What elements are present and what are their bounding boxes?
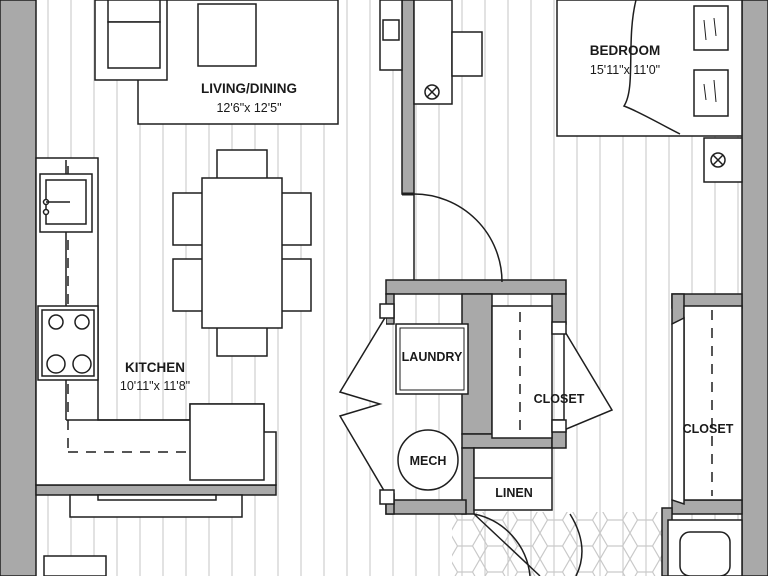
laundry-label: LAUNDRY	[402, 350, 463, 364]
stove	[37, 305, 99, 381]
bathtub	[667, 519, 743, 576]
mech-unit	[397, 429, 459, 491]
closet-center-label: CLOSET	[534, 392, 585, 406]
closet-right	[671, 305, 743, 506]
refrigerator	[189, 403, 265, 481]
bathroom-tile-floor	[452, 512, 667, 576]
mech-label: MECH	[410, 454, 447, 468]
desk	[379, 0, 483, 105]
kitchen-sink	[39, 173, 93, 233]
dining-set	[172, 149, 312, 357]
linen-closet	[473, 447, 553, 511]
living-dining-size: 12'6"x 12'5"	[216, 101, 281, 115]
linen-label: LINEN	[495, 486, 533, 500]
closet-right-label: CLOSET	[683, 422, 734, 436]
bench	[43, 494, 243, 576]
nightstand	[703, 137, 743, 183]
interior-walls	[385, 0, 743, 576]
closet-center	[491, 305, 614, 439]
laundry-machine	[395, 323, 469, 395]
bed	[556, 0, 743, 137]
kitchen-size: 10'11"x 11'8"	[120, 379, 190, 393]
entry-door[interactable]	[402, 192, 503, 283]
coffee-table	[197, 3, 257, 67]
living-dining-label: LIVING/DINING	[201, 81, 297, 96]
bathroom-door[interactable]	[473, 513, 583, 576]
sofa	[94, 0, 168, 81]
kitchen-label: KITCHEN	[125, 360, 185, 375]
bedroom-size: 15'11"x 11'0"	[590, 63, 660, 77]
bedroom-label: BEDROOM	[590, 43, 661, 58]
laundry-doors[interactable]	[338, 303, 395, 505]
